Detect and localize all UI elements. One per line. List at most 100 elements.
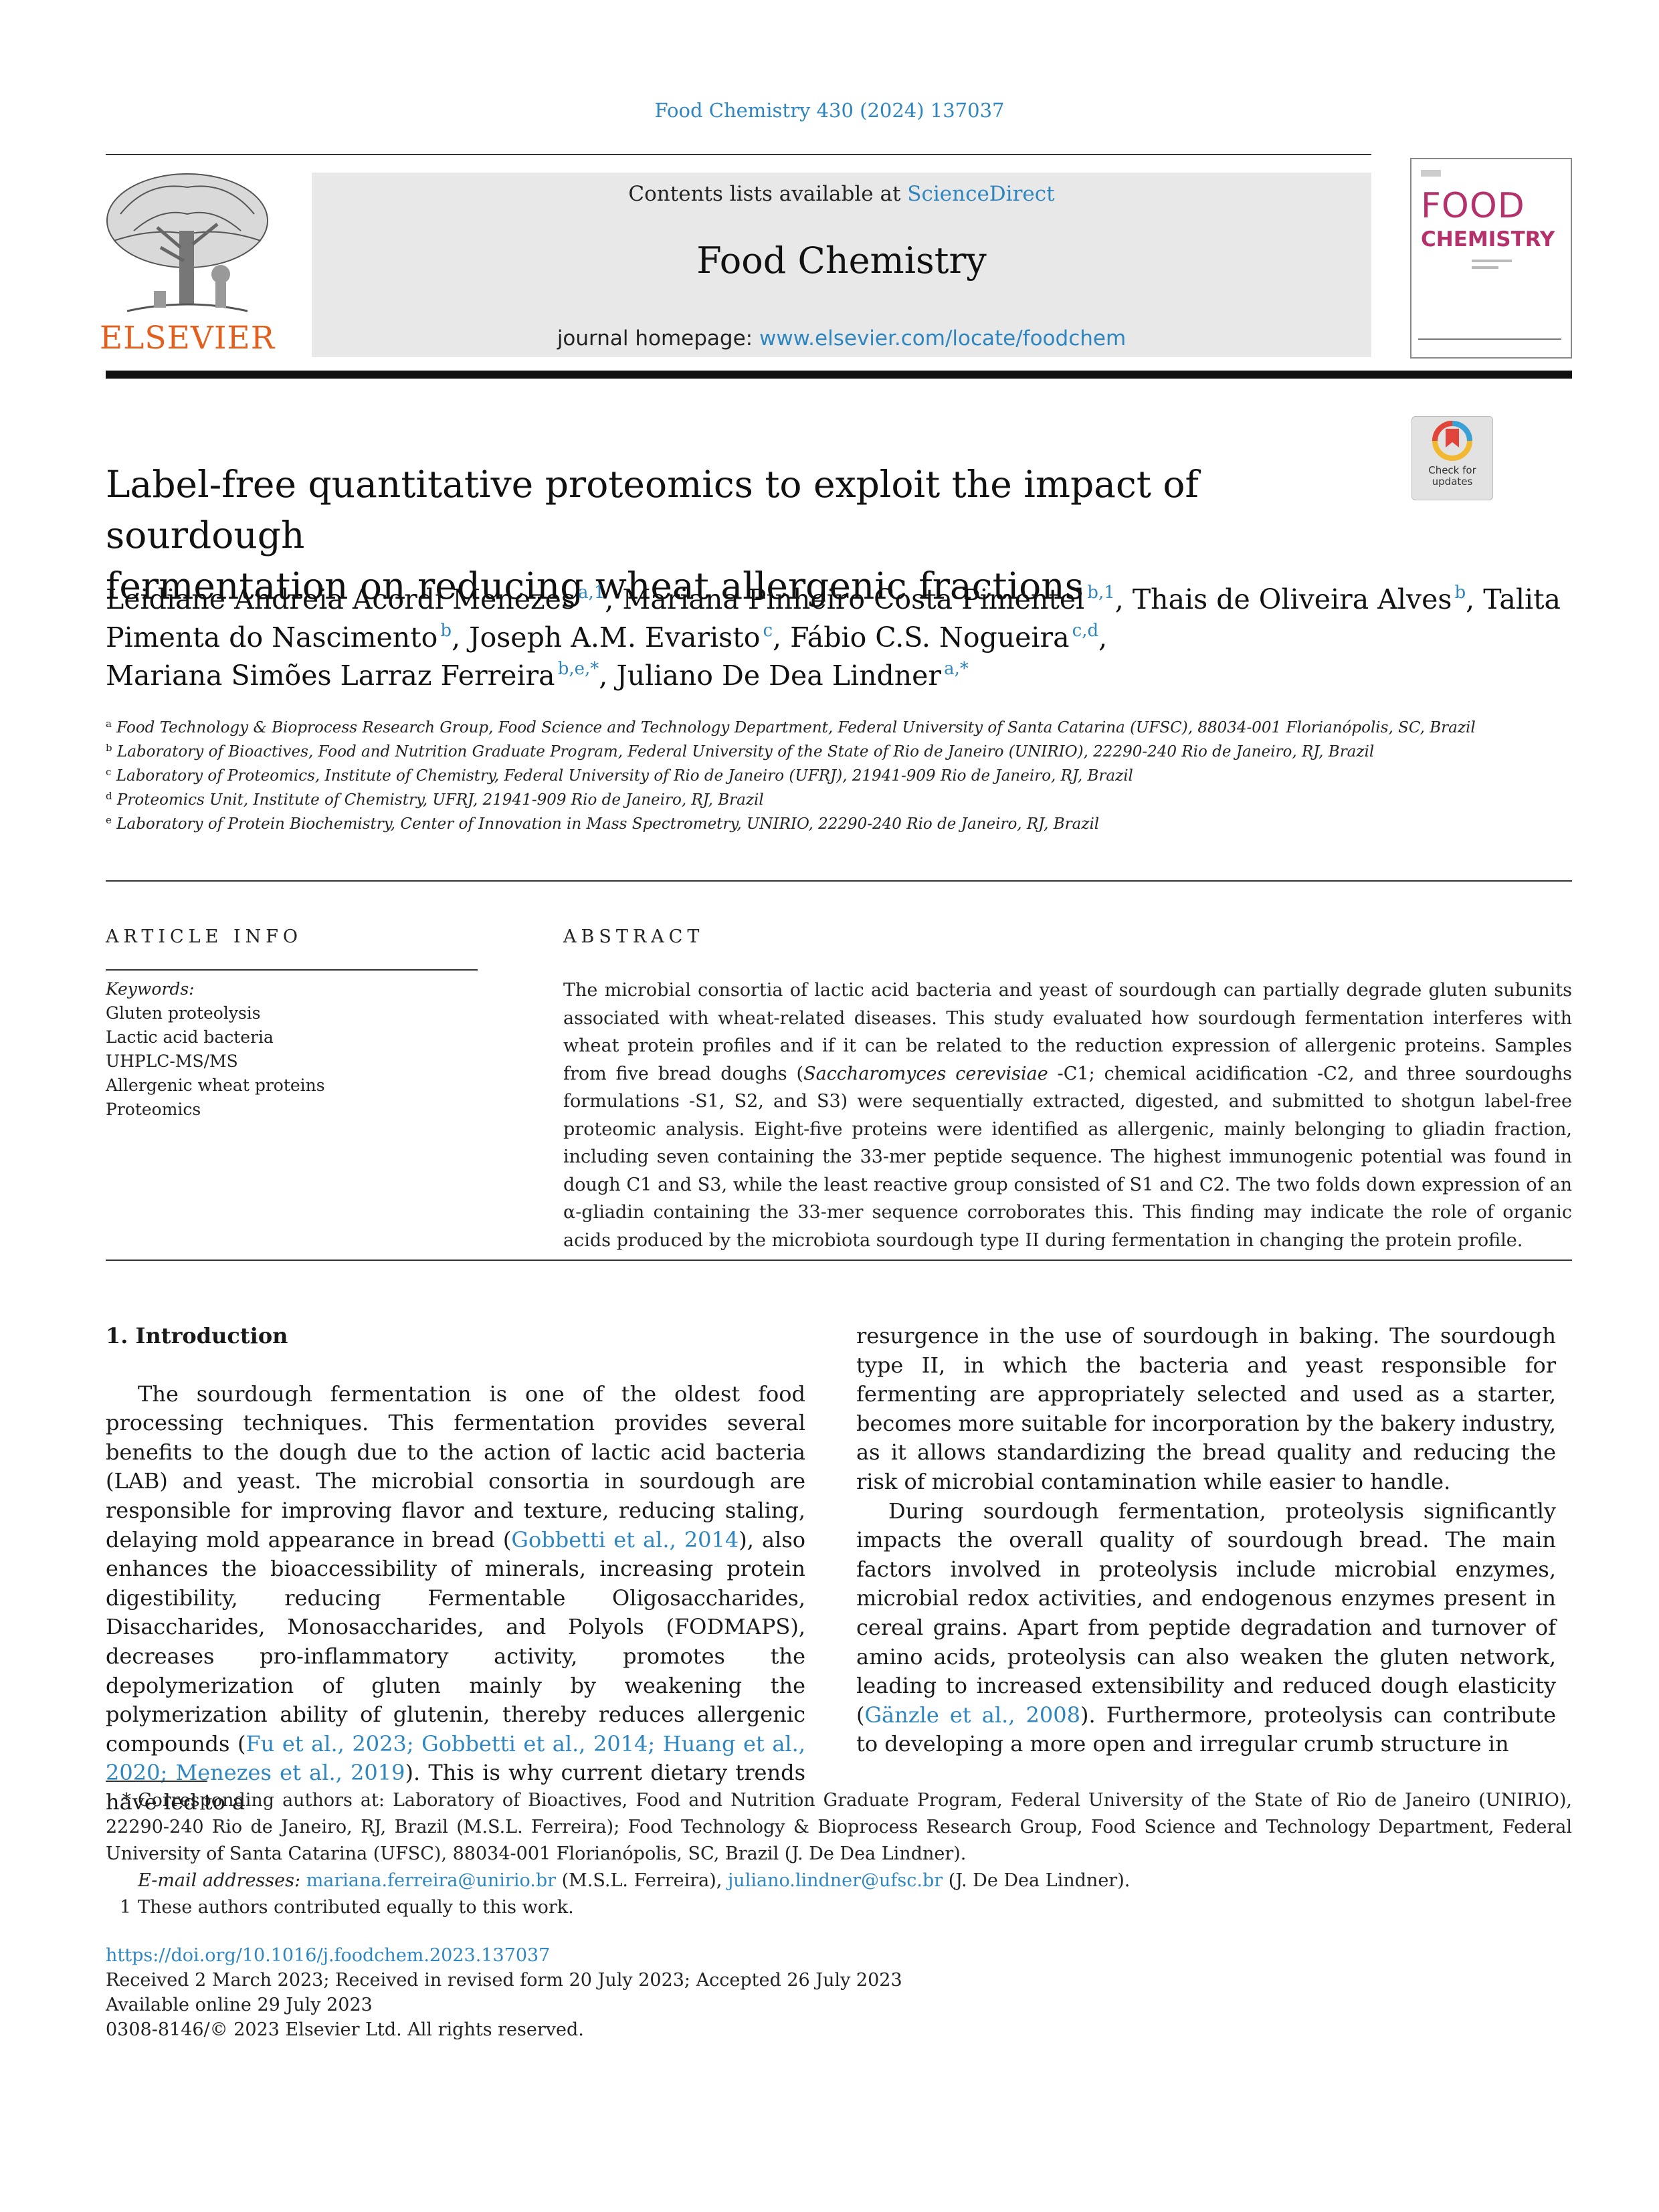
keyword-item: Proteomics xyxy=(106,1100,201,1119)
body-column-right: resurgence in the use of sourdough in ba… xyxy=(856,1322,1556,1759)
article-title: Label-free quantitative proteomics to ex… xyxy=(106,459,1377,611)
copyright: 0308-8146/© 2023 Elsevier Ltd. All right… xyxy=(106,2019,584,2040)
author-list: Leidiane Andreia Acordi Menezes a,1, Mar… xyxy=(106,583,1561,692)
email-link[interactable]: juliano.lindner@ufsc.br xyxy=(727,1870,943,1891)
affiliation-text: Laboratory of Bioactives, Food and Nutri… xyxy=(116,743,1375,761)
keyword-item: Gluten proteolysis xyxy=(106,1003,261,1023)
header-top-rule xyxy=(106,154,1371,155)
paragraph-text: resurgence in the use of sourdough in ba… xyxy=(856,1323,1556,1494)
author-affiliation-mark[interactable]: b,1 xyxy=(1087,583,1115,603)
author-name: Mariana Pinheiro Costa Pimentel xyxy=(622,583,1085,615)
affiliation-text: Laboratory of Proteomics, Institute of C… xyxy=(116,767,1133,785)
crossmark-icon xyxy=(1432,421,1472,461)
footnote-mark: * xyxy=(122,1790,132,1811)
intro-paragraph-1-continued: resurgence in the use of sourdough in ba… xyxy=(856,1322,1556,1497)
journal-reference[interactable]: Food Chemistry 430 (2024) 137037 xyxy=(654,99,1005,122)
homepage-prefix: journal homepage: xyxy=(557,326,759,350)
email-owner: (J. De Dea Lindner). xyxy=(943,1870,1131,1891)
citation-link[interactable]: Fu et al., 2023; Gobbetti et al., 2014; … xyxy=(106,1730,806,1786)
affiliation-key: d xyxy=(106,790,112,802)
body-column-left: 1. Introduction The sourdough fermentati… xyxy=(106,1322,805,1817)
elsevier-logo: ELSEVIER xyxy=(94,167,281,361)
abstract-text: The microbial consortia of lactic acid b… xyxy=(563,977,1572,1254)
intro-paragraph-1: The sourdough fermentation is one of the… xyxy=(106,1380,805,1817)
footnotes: *Corresponding authors at: Laboratory of… xyxy=(106,1787,1572,1921)
author-name: Leidiane Andreia Acordi Menezes xyxy=(106,583,575,615)
affiliation-item: e Laboratory of Protein Biochemistry, Ce… xyxy=(106,812,1572,836)
contents-prefix: Contents lists available at xyxy=(628,182,908,206)
affiliation-key: a xyxy=(106,718,112,730)
keyword-item: Lactic acid bacteria xyxy=(106,1027,274,1047)
author-affiliation-mark[interactable]: c xyxy=(763,621,773,641)
citation-link[interactable]: Gänzle et al., 2008 xyxy=(864,1702,1080,1728)
cover-title-chemistry: CHEMISTRY xyxy=(1421,227,1555,252)
affiliation-list: a Food Technology & Bioprocess Research … xyxy=(106,716,1572,836)
footnote-text: Corresponding authors at: Laboratory of … xyxy=(106,1790,1572,1864)
footnote-mark: 1 xyxy=(119,1897,131,1918)
homepage-line: journal homepage: www.elsevier.com/locat… xyxy=(312,326,1371,350)
citation-link[interactable]: Gobbetti et al., 2014 xyxy=(511,1526,739,1552)
author-affiliation-mark[interactable]: a,* xyxy=(944,659,969,679)
affiliation-text: Food Technology & Bioprocess Research Gr… xyxy=(116,719,1476,736)
paragraph-text: ). This is why current dietary trends ha… xyxy=(106,1760,806,1815)
author-affiliation-mark[interactable]: b,e,* xyxy=(557,659,599,679)
footnote-equal-contribution: 1 These authors contributed equally to th… xyxy=(106,1894,1572,1921)
author-name: Fábio C.S. Nogueira xyxy=(790,621,1070,653)
author-affiliation-mark[interactable]: b xyxy=(1454,583,1466,603)
paragraph-text: During sourdough fermentation, proteolys… xyxy=(856,1498,1556,1728)
journal-cover[interactable]: FOOD CHEMISTRY xyxy=(1410,158,1572,359)
abstract-text-part: The microbial consortia of lactic acid b… xyxy=(563,980,1572,1084)
cover-mini-logo xyxy=(1421,170,1441,177)
article-info-heading: ARTICLE INFO xyxy=(106,926,303,947)
abstract-heading: ABSTRACT xyxy=(563,926,704,947)
affiliation-item: d Proteomics Unit, Institute of Chemistr… xyxy=(106,788,1572,812)
email-link[interactable]: mariana.ferreira@unirio.br xyxy=(306,1870,557,1891)
author-affiliation-mark[interactable]: a,1 xyxy=(577,583,605,603)
doi-link[interactable]: https://doi.org/10.1016/j.foodchem.2023.… xyxy=(106,1945,551,1966)
received-dates: Received 2 March 2023; Received in revis… xyxy=(106,1970,902,1991)
title-line-2: fermentation on reducing wheat allergeni… xyxy=(106,565,1084,607)
footnote-corresponding: *Corresponding authors at: Laboratory of… xyxy=(106,1787,1572,1868)
affiliations-rule xyxy=(106,880,1572,882)
author-name: Mariana Simões Larraz Ferreira xyxy=(106,660,555,692)
affiliation-key: e xyxy=(106,814,112,826)
cover-title-food: FOOD xyxy=(1421,186,1525,226)
section-heading-introduction: 1. Introduction xyxy=(106,1323,288,1348)
author-name: Joseph A.M. Evaristo xyxy=(469,621,761,653)
affiliation-item: c Laboratory of Proteomics, Institute of… xyxy=(106,764,1572,788)
homepage-link[interactable]: www.elsevier.com/locate/foodchem xyxy=(759,326,1127,350)
paragraph-text: ), also enhances the bioaccessibility of… xyxy=(106,1526,806,1756)
journal-header-box: Contents lists available at ScienceDirec… xyxy=(312,173,1371,357)
keyword-item: UHPLC-MS/MS xyxy=(106,1051,238,1071)
paragraph-text: The sourdough fermentation is one of the… xyxy=(106,1381,805,1552)
abstract-text-part: -C1; chemical acidification -C2, and thr… xyxy=(563,1063,1572,1251)
author-name: Talita Pimenta do Nascimento xyxy=(106,583,1561,653)
contents-line: Contents lists available at ScienceDirec… xyxy=(312,182,1371,206)
journal-name: Food Chemistry xyxy=(696,239,987,282)
article-info-rule xyxy=(106,969,478,971)
available-online: Available online 29 July 2023 xyxy=(106,1995,373,2015)
affiliation-item: a Food Technology & Bioprocess Research … xyxy=(106,716,1572,740)
elsevier-wordmark: ELSEVIER xyxy=(99,320,276,357)
author-affiliation-mark[interactable]: c,d xyxy=(1072,621,1099,641)
affiliation-text: Laboratory of Protein Biochemistry, Cent… xyxy=(116,815,1100,833)
email-label: E-mail addresses: xyxy=(138,1870,301,1891)
abstract-bottom-rule xyxy=(106,1260,1572,1261)
email-owner: (M.S.L. Ferreira), xyxy=(556,1870,728,1891)
publication-info: https://doi.org/10.1016/j.foodchem.2023.… xyxy=(106,1943,1109,2042)
footnote-text: These authors contributed equally to thi… xyxy=(138,1897,574,1918)
author-name: Thais de Oliveira Alves xyxy=(1132,583,1452,615)
intro-paragraph-2: During sourdough fermentation, proteolys… xyxy=(856,1497,1556,1759)
cover-editor-line xyxy=(1472,266,1498,269)
elsevier-tree-icon xyxy=(106,173,268,312)
keywords-label: Keywords: xyxy=(106,979,195,999)
keywords-block: Keywords: Gluten proteolysis Lactic acid… xyxy=(106,977,480,1122)
author-name: Juliano De Dea Lindner xyxy=(616,660,942,692)
abstract-species-name: Saccharomyces cerevisiae xyxy=(803,1063,1048,1084)
author-affiliation-mark[interactable]: b xyxy=(440,621,452,641)
title-line-1: Label-free quantitative proteomics to ex… xyxy=(106,463,1199,557)
cover-bottom-rule xyxy=(1418,338,1561,340)
sciencedirect-link[interactable]: ScienceDirect xyxy=(907,182,1055,206)
